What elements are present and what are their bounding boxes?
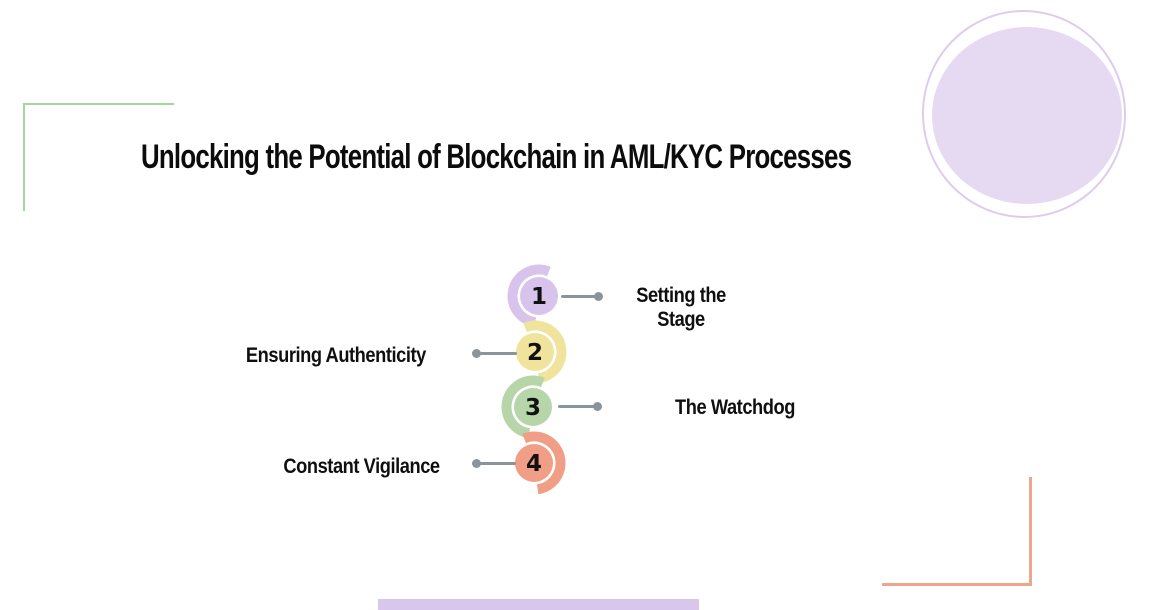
step-1-number: 1 xyxy=(531,284,547,310)
step-2-arc-icon xyxy=(523,320,567,384)
step-3-label: The Watchdog xyxy=(675,396,795,419)
corner-bracket-top-left-icon xyxy=(23,103,174,211)
step-4-circle xyxy=(515,444,553,482)
step-4-label: Constant Vigilance xyxy=(283,455,441,478)
purple-blob-ring xyxy=(911,0,1137,229)
step-4-marker: 4 xyxy=(494,423,574,503)
step-1-circle xyxy=(520,277,558,315)
step-2-number: 2 xyxy=(527,340,543,366)
step-3-circle xyxy=(514,388,552,426)
step-3-number: 3 xyxy=(525,395,541,421)
step-4-arc-icon xyxy=(522,431,566,495)
step-2-marker: 2 xyxy=(495,312,575,392)
page-title: Unlocking the Potential of Blockchain in… xyxy=(141,138,852,176)
corner-bracket-bottom-right-icon xyxy=(882,477,1032,586)
step-1-arc-icon xyxy=(507,264,551,328)
purple-blob xyxy=(932,27,1122,204)
step-4-number: 4 xyxy=(526,451,542,477)
connector-dot-3 xyxy=(593,402,602,411)
connector-line-3 xyxy=(558,405,595,408)
step-2-label: Ensuring Authenticity xyxy=(245,344,426,367)
bottom-accent-bar xyxy=(378,599,699,610)
connector-dot-2 xyxy=(472,349,481,358)
connector-line-2 xyxy=(480,352,517,355)
connector-line-1 xyxy=(561,295,598,298)
step-1-label: Setting the Stage xyxy=(636,284,726,331)
connector-dot-1 xyxy=(594,292,603,301)
step-2-circle xyxy=(516,333,554,371)
connector-line-4 xyxy=(480,462,516,465)
step-3-marker: 3 xyxy=(493,367,573,447)
connector-dot-4 xyxy=(472,459,481,468)
step-1-marker: 1 xyxy=(499,256,579,336)
step-3-arc-icon xyxy=(501,375,545,439)
